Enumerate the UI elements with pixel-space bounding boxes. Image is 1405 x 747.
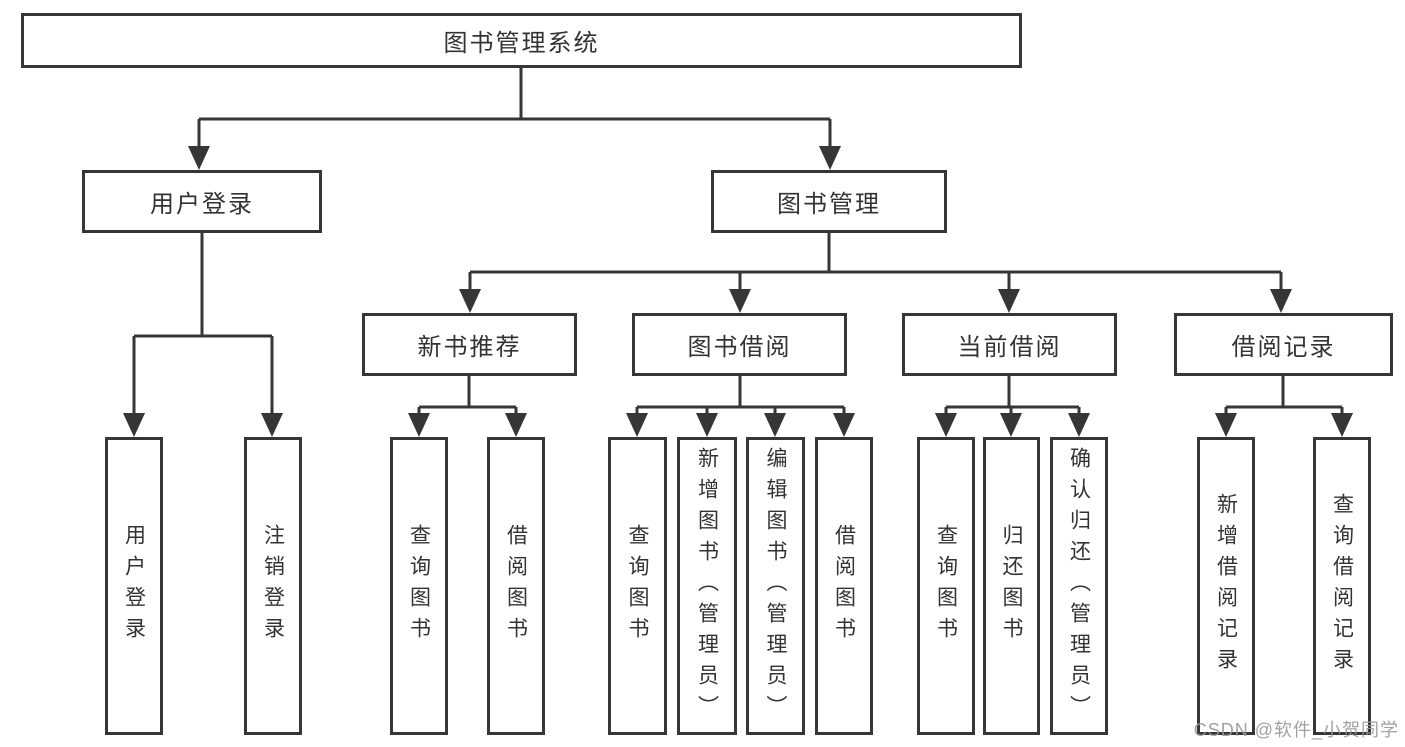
leaf-label: 借阅图书 xyxy=(832,524,856,648)
node-borrowing-records: 借阅记录 xyxy=(1174,313,1393,376)
node-current-borrowing: 当前借阅 xyxy=(902,313,1117,376)
node-new-book-recommendation: 新书推荐 xyxy=(362,313,577,376)
leaf-query-books-current: 查询图书 xyxy=(917,437,975,735)
node-label: 图书管理系统 xyxy=(443,30,600,57)
leaf-label: 归还图书 xyxy=(1000,524,1023,648)
leaf-label: 新增借阅记录 xyxy=(1214,493,1238,679)
leaf-borrow-books: 借阅图书 xyxy=(815,437,873,735)
leaf-confirm-return-admin: 确认归还（管理员） xyxy=(1050,437,1108,735)
leaf-label: 借阅图书 xyxy=(504,524,528,648)
leaf-label: 查询图书 xyxy=(407,524,431,648)
leaf-label: 编辑图书（管理员） xyxy=(764,446,787,726)
node-label: 图书管理 xyxy=(777,191,881,218)
leaf-label: 确认归还（管理员） xyxy=(1067,446,1091,726)
node-label: 借阅记录 xyxy=(1231,334,1336,361)
leaf-logout: 注销登录 xyxy=(244,437,302,735)
node-label: 新书推荐 xyxy=(417,334,522,361)
leaf-label: 查询借阅记录 xyxy=(1330,493,1354,679)
leaf-add-books-admin: 新增图书（管理员） xyxy=(677,437,737,735)
node-label: 用户登录 xyxy=(150,191,254,218)
leaf-add-borrow-record: 新增借阅记录 xyxy=(1197,437,1255,735)
leaf-user-login: 用户登录 xyxy=(105,437,163,735)
leaf-label: 新增图书（管理员） xyxy=(695,446,719,726)
leaf-return-books: 归还图书 xyxy=(983,437,1040,735)
node-label: 当前借阅 xyxy=(957,334,1062,361)
leaf-query-borrow-record: 查询借阅记录 xyxy=(1313,437,1371,735)
node-label: 图书借阅 xyxy=(687,334,792,361)
node-book-borrowing: 图书借阅 xyxy=(632,313,847,376)
node-library-management-system: 图书管理系统 xyxy=(21,13,1022,68)
leaf-label: 查询图书 xyxy=(934,524,958,648)
csdn-watermark: CSDN @软件_小贺同学 xyxy=(1193,720,1399,740)
leaf-edit-books-admin: 编辑图书（管理员） xyxy=(746,437,805,735)
leaf-query-books-borrow: 查询图书 xyxy=(608,437,667,735)
node-user-login: 用户登录 xyxy=(82,170,322,233)
leaf-query-books-recommend: 查询图书 xyxy=(390,437,448,735)
leaf-label: 用户登录 xyxy=(122,524,146,648)
leaf-borrow-books-recommend: 借阅图书 xyxy=(487,437,545,735)
leaf-label: 查询图书 xyxy=(626,524,649,648)
node-book-management: 图书管理 xyxy=(711,170,947,233)
leaf-label: 注销登录 xyxy=(261,524,285,648)
